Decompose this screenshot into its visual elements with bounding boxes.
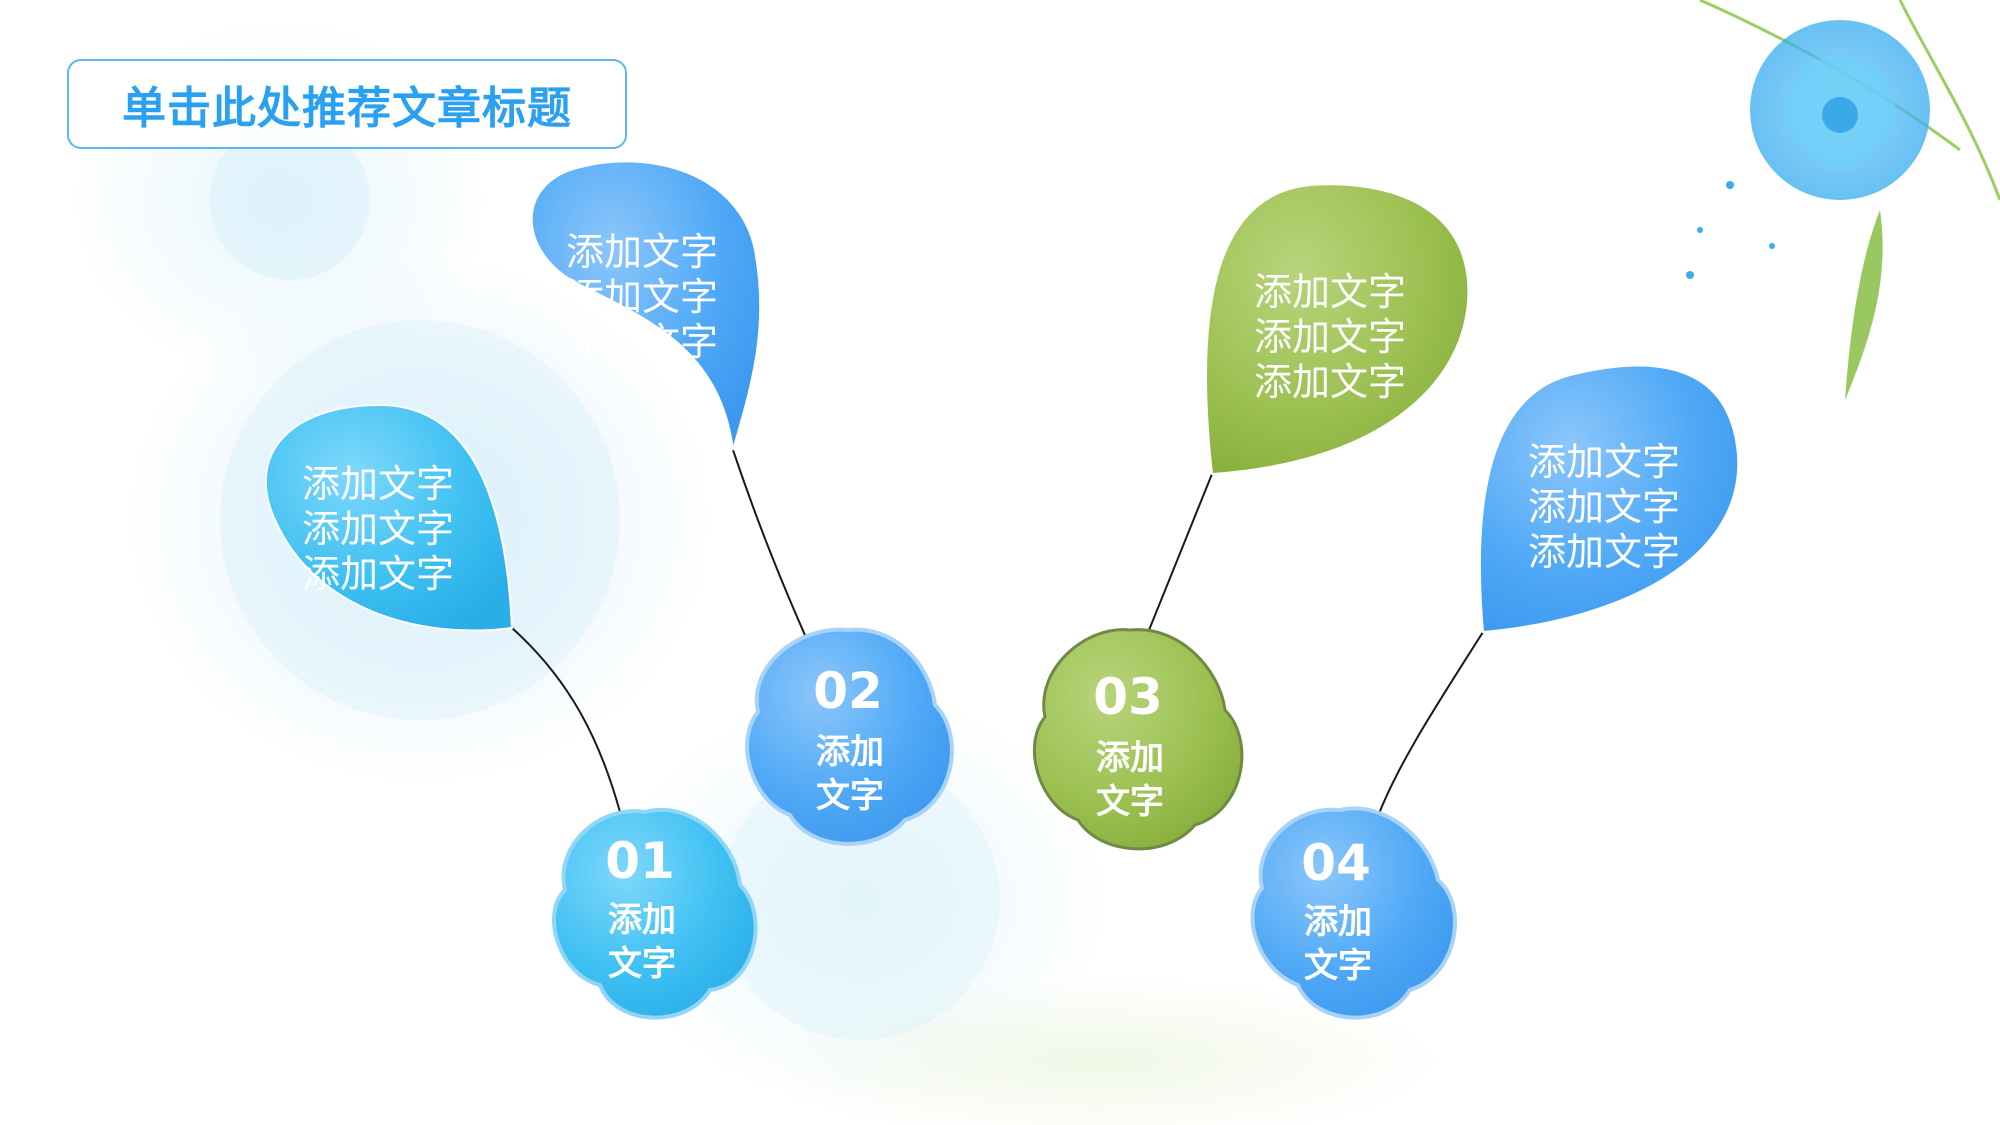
title-box[interactable]: 单击此处推荐文章标题 (67, 59, 627, 149)
connector-line-04 (1377, 631, 1484, 817)
flower-badge-02 (745, 627, 954, 846)
callout-text-02[interactable]: 添加文字 添加文字 添加文字 (566, 230, 718, 365)
flower-badge-01 (552, 807, 758, 1020)
teardrop-callout-02 (530, 160, 762, 451)
callout-line: 添加文字 (1528, 485, 1681, 529)
callout-line: 添加文字 (1254, 360, 1407, 404)
flower-badge-03 (1032, 628, 1244, 851)
callout-line: 添加文字 (302, 507, 455, 551)
badge-label-line: 添加 (608, 900, 676, 940)
badge-label-04: 添加 文字 (1278, 900, 1398, 988)
page-title[interactable]: 单击此处推荐文章标题 (122, 83, 572, 134)
badge-number-03: 03 (1093, 668, 1163, 726)
callout-text-01[interactable]: 添加文字 添加文字 添加文字 (302, 462, 454, 597)
badge-number-01: 01 (605, 832, 675, 890)
connector-line-02 (732, 449, 809, 643)
badge-label-line: 文字 (608, 944, 676, 984)
callout-line: 添加文字 (566, 230, 719, 274)
callout-line: 添加文字 (1254, 270, 1407, 314)
connector-line-03 (1144, 473, 1213, 641)
badge-label-02: 添加 文字 (790, 730, 910, 818)
callout-line: 添加文字 (566, 320, 719, 364)
badge-label-line: 文字 (1096, 782, 1164, 822)
corner-flower-decoration (1686, 0, 2000, 400)
teardrop-callout-01 (264, 403, 514, 632)
connector-line-01 (511, 627, 621, 813)
callout-line: 添加文字 (1528, 440, 1681, 484)
badge-label-line: 添加 (1304, 902, 1372, 942)
badge-number-04: 04 (1301, 834, 1371, 892)
callout-text-03[interactable]: 添加文字 添加文字 添加文字 (1254, 270, 1406, 405)
callout-line: 添加文字 (302, 552, 455, 596)
callout-line: 添加文字 (1528, 530, 1681, 574)
badge-label-line: 文字 (1304, 946, 1372, 986)
callout-line: 添加文字 (566, 275, 719, 319)
badge-label-01: 添加 文字 (582, 898, 702, 986)
badge-label-line: 添加 (1096, 738, 1164, 778)
badge-label-line: 文字 (816, 776, 884, 816)
badge-label-line: 添加 (816, 732, 884, 772)
callout-text-04[interactable]: 添加文字 添加文字 添加文字 (1528, 440, 1680, 575)
callout-line: 添加文字 (1254, 315, 1407, 359)
badge-label-03: 添加 文字 (1070, 736, 1190, 824)
badge-number-02: 02 (813, 662, 883, 720)
callout-line: 添加文字 (302, 462, 455, 506)
flower-badge-04 (1250, 806, 1457, 1020)
teardrop-callout-04 (1478, 364, 1740, 634)
teardrop-callout-03 (1205, 183, 1470, 476)
